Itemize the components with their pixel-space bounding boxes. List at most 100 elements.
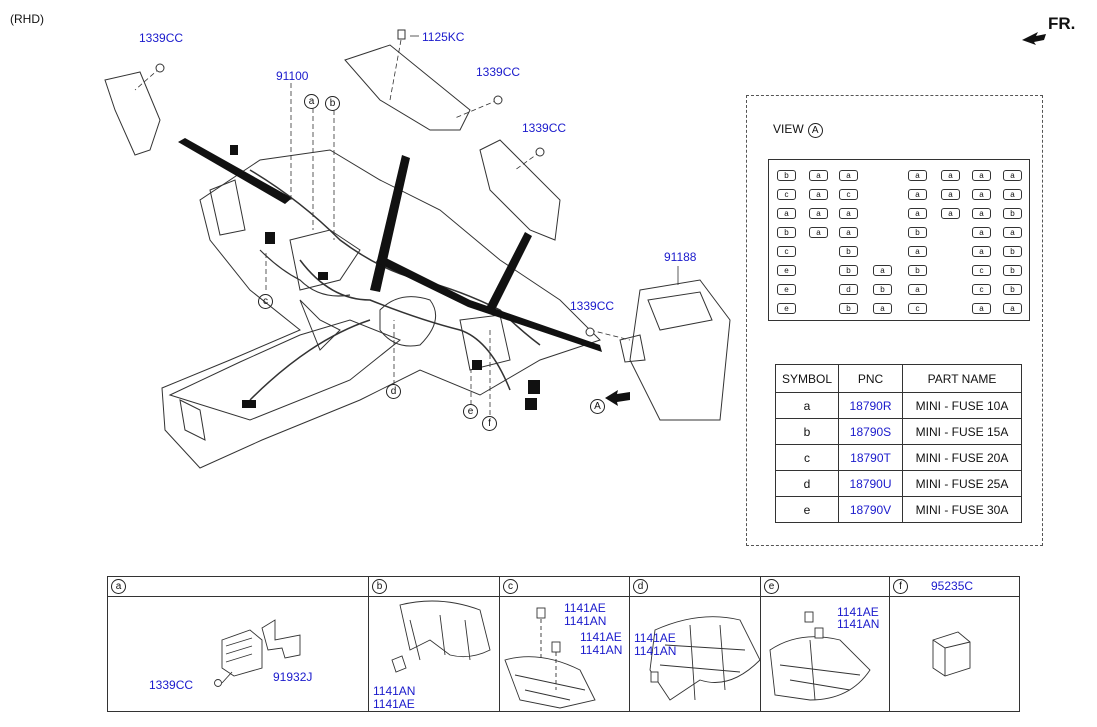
- part-name-cell: MINI - FUSE 25A: [902, 470, 1022, 497]
- part-code-link[interactable]: 1141AE: [634, 631, 676, 645]
- panel-letter-f: f: [893, 579, 908, 594]
- detail-panel-d: d 1141AE 1141AN: [630, 577, 761, 711]
- panel-letter-d: d: [633, 579, 648, 594]
- callout-nut-junction-box: 1339CC: [570, 299, 615, 313]
- callout-bolt-top: 1125KC: [422, 30, 465, 44]
- view-a-arrow-icon: [605, 390, 630, 406]
- fuse-slot: b: [908, 227, 927, 238]
- fuse-slot: a: [941, 208, 960, 219]
- fuse-slot: c: [972, 284, 991, 295]
- front-arrow-icon: [1022, 32, 1046, 45]
- panel-letter-b: b: [372, 579, 387, 594]
- part-name-cell: MINI - FUSE 20A: [902, 444, 1022, 471]
- fuse-slot: b: [839, 246, 858, 257]
- part-code-link[interactable]: 95235C: [931, 579, 974, 593]
- part-name-cell: MINI - FUSE 30A: [902, 496, 1022, 523]
- fuse-slot: c: [777, 189, 796, 200]
- view-a-box: [746, 95, 1043, 546]
- fuse-slot: a: [972, 227, 991, 238]
- callout-junction-box: 91188: [664, 250, 697, 264]
- fuse-slot: a: [972, 189, 991, 200]
- symbol-cell: b: [775, 418, 839, 445]
- part-code-link[interactable]: 1141AN: [580, 643, 623, 657]
- fuse-slot: a: [809, 170, 828, 181]
- fuse-slot: d: [839, 284, 858, 295]
- pnc-table: SYMBOL PNC PART NAME a 18790R MINI - FUS…: [775, 364, 1022, 523]
- pnc-link[interactable]: 18790R: [838, 392, 903, 419]
- part-code-link[interactable]: 1141AE: [837, 605, 879, 619]
- symbol-cell: e: [775, 496, 839, 523]
- callout-nut-right-bracket: 1339CC: [522, 121, 567, 135]
- part-code-link[interactable]: 1141AN: [634, 644, 677, 658]
- part-code-link[interactable]: 1141AN: [373, 684, 416, 698]
- marker-view-a: A: [590, 399, 605, 414]
- part-code-link[interactable]: 1339CC: [149, 678, 194, 692]
- fuse-slot: a: [908, 246, 927, 257]
- part-code-link[interactable]: 1141AE: [580, 630, 622, 644]
- detail-panel-e: e 1141AE 1141AN: [761, 577, 890, 711]
- dashboard-outline: [161, 149, 601, 469]
- variant-label: (RHD): [10, 12, 44, 26]
- part-name-cell: MINI - FUSE 10A: [902, 392, 1022, 419]
- fuse-slot: b: [839, 265, 858, 276]
- fuse-slot: a: [972, 208, 991, 219]
- marker-f: f: [482, 416, 497, 431]
- fuse-slot: a: [908, 284, 927, 295]
- header-part-name: PART NAME: [902, 364, 1022, 393]
- callout-nut-top-left: 1339CC: [139, 31, 184, 45]
- fuse-slot: b: [839, 303, 858, 314]
- detail-panel-f: f 95235C: [890, 577, 1019, 711]
- pnc-link[interactable]: 18790U: [838, 470, 903, 497]
- fuse-slot: a: [839, 208, 858, 219]
- part-code-link[interactable]: 1141AN: [564, 614, 607, 628]
- fuse-slot: e: [777, 265, 796, 276]
- fuse-slot: a: [908, 170, 927, 181]
- fuse-slot: a: [941, 170, 960, 181]
- front-label: FR.: [1048, 14, 1076, 33]
- detail-panel-b: b 1141AN 1141AE: [369, 577, 500, 711]
- fuse-slot: c: [777, 246, 796, 257]
- fuse-slot: b: [777, 170, 796, 181]
- fuse-slot: b: [873, 284, 892, 295]
- marker-d: d: [386, 384, 401, 399]
- fuse-slot: a: [809, 208, 828, 219]
- fuse-slot: a: [1003, 227, 1022, 238]
- pnc-link[interactable]: 18790T: [838, 444, 903, 471]
- panel-letter-c: c: [503, 579, 518, 594]
- part-code-link[interactable]: 1141AE: [373, 697, 415, 711]
- pnc-link[interactable]: 18790S: [838, 418, 903, 445]
- fuse-slot: a: [777, 208, 796, 219]
- part-code-link[interactable]: 1141AN: [837, 617, 880, 631]
- fuse-slot: b: [1003, 265, 1022, 276]
- fuse-slot: a: [972, 303, 991, 314]
- callout-nut-top-mid: 1339CC: [476, 65, 521, 79]
- fuse-slot: e: [777, 284, 796, 295]
- fuse-slot: b: [1003, 246, 1022, 257]
- fuse-slot: a: [809, 189, 828, 200]
- header-symbol: SYMBOL: [775, 364, 839, 393]
- part-code-link[interactable]: 1141AE: [564, 601, 606, 615]
- fuse-slot: a: [1003, 303, 1022, 314]
- view-title-text: VIEW: [773, 122, 804, 136]
- panel-letter-a: a: [111, 579, 126, 594]
- fuse-slot: b: [908, 265, 927, 276]
- detail-strip: a 1339CC 91932J b 1141AN 1141AE c 1141AE…: [107, 576, 1020, 712]
- symbol-cell: d: [775, 470, 839, 497]
- fuse-slot: a: [839, 170, 858, 181]
- callout-harness-main: 91100: [276, 69, 309, 83]
- view-title-marker: A: [807, 123, 823, 138]
- fuse-slot: c: [839, 189, 858, 200]
- fuse-slot: c: [972, 265, 991, 276]
- table-row: a 18790R MINI - FUSE 10A: [775, 392, 1022, 419]
- table-row: d 18790U MINI - FUSE 25A: [775, 470, 1022, 497]
- fuse-slot: a: [1003, 189, 1022, 200]
- fuse-slot: b: [777, 227, 796, 238]
- table-row: b 18790S MINI - FUSE 15A: [775, 418, 1022, 445]
- fuse-slot: b: [1003, 208, 1022, 219]
- pnc-link[interactable]: 18790V: [838, 496, 903, 523]
- fuse-slot: a: [873, 303, 892, 314]
- fuse-slot: a: [839, 227, 858, 238]
- part-code-link[interactable]: 91932J: [273, 670, 313, 684]
